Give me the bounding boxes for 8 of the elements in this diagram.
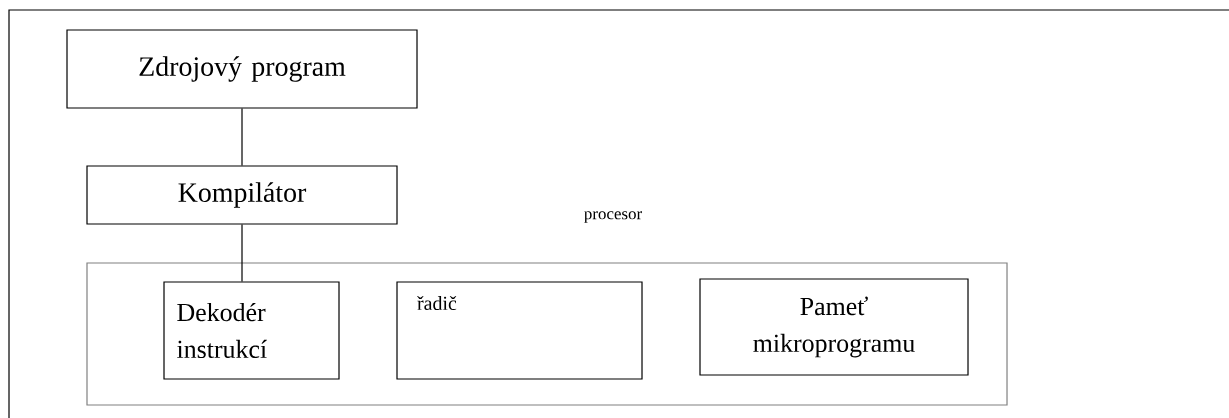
group-label: procesor xyxy=(584,211,642,223)
process-box: Dekodér instrukcí xyxy=(163,281,340,380)
connector-line xyxy=(241,108,243,166)
process-box: Pameť mikroprogramu xyxy=(699,278,969,376)
connector-line xyxy=(241,224,243,282)
process-box: Zdrojový program xyxy=(66,29,418,109)
process-box: Kompilátor xyxy=(86,165,398,225)
process-box: řadič xyxy=(396,281,643,380)
